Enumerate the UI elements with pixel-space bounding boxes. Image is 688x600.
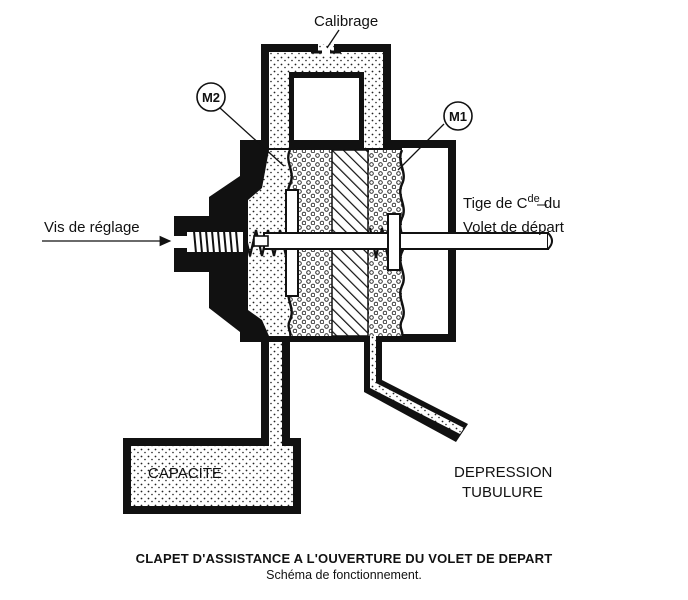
manifold-label-line1: DEPRESSION bbox=[454, 464, 552, 481]
control-rod-label-line1: Tige de Cde du bbox=[463, 193, 561, 212]
membrane-m1 bbox=[399, 149, 405, 337]
capacity-label: CAPACITE bbox=[148, 465, 222, 482]
valve-body bbox=[209, 44, 456, 342]
capacity-conduit bbox=[261, 336, 290, 448]
adjusting-screw-label: Vis de réglage bbox=[44, 219, 140, 236]
adjusting-screw bbox=[174, 216, 245, 272]
control-rod bbox=[253, 213, 553, 271]
leader-lines bbox=[42, 29, 445, 247]
capacity-tank bbox=[123, 438, 301, 514]
m1-label: M1 bbox=[449, 109, 467, 124]
calibrage-orifice bbox=[311, 44, 341, 55]
calibrage-label: Calibrage bbox=[314, 13, 378, 30]
caption-subtitle: Schéma de fonctionnement. bbox=[266, 568, 422, 582]
control-rod-label-line2: Volet de départ bbox=[463, 219, 565, 236]
manifold-label-line2: TUBULURE bbox=[462, 484, 543, 501]
m2-label: M2 bbox=[202, 90, 220, 105]
m1-callout: M1 bbox=[443, 101, 473, 131]
vacuum-line bbox=[364, 336, 468, 442]
m2-callout: M2 bbox=[196, 82, 226, 112]
caption-title: CLAPET D'ASSISTANCE A L'OUVERTURE DU VOL… bbox=[135, 551, 553, 566]
